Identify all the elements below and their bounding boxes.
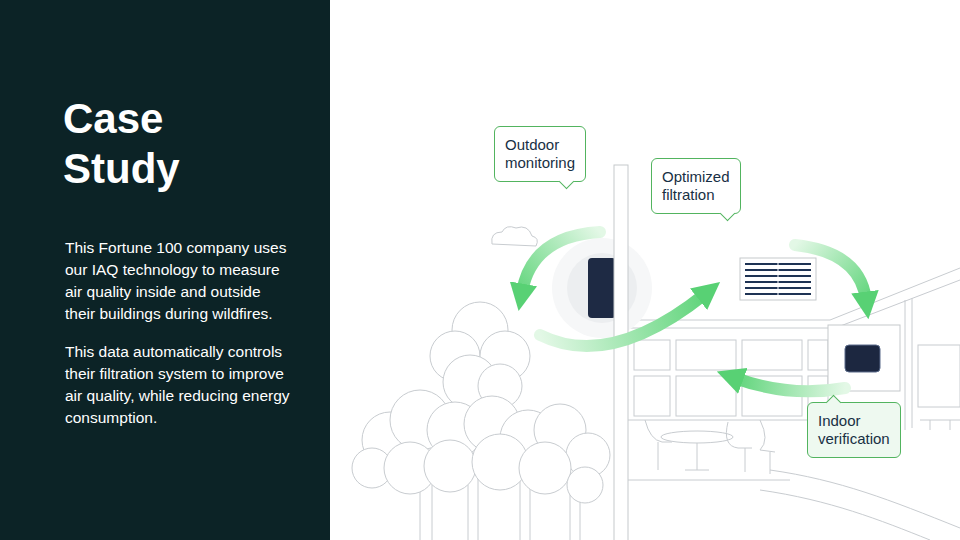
- callout-box: Optimized filtration: [651, 158, 741, 214]
- roof-edge: [830, 268, 960, 330]
- floor-line: [628, 420, 830, 480]
- callout-text: Indoor verification: [818, 412, 890, 448]
- desk: [920, 420, 960, 430]
- chair: [645, 420, 672, 470]
- filter-slats: [745, 262, 811, 296]
- indoor-unit: [828, 325, 900, 391]
- callout-box: Outdoor monitoring: [494, 126, 586, 182]
- window: [634, 340, 670, 370]
- floor-curve: [760, 470, 960, 540]
- slide-title: Case Study: [63, 94, 233, 194]
- window: [676, 340, 736, 370]
- wall-edge: [905, 298, 912, 430]
- flow-arrow: [522, 232, 600, 292]
- body-paragraph: This data automatically controls their f…: [65, 341, 293, 429]
- callout-pointer: [559, 174, 575, 190]
- chair: [726, 422, 752, 472]
- title-box: Case Study: [63, 94, 233, 194]
- callout-text: Optimized filtration: [662, 168, 730, 204]
- side-panel: [0, 0, 330, 540]
- table-leg: [685, 443, 709, 470]
- chair: [760, 420, 775, 474]
- sensor-halo: [552, 238, 652, 338]
- callout-pointer: [720, 206, 736, 222]
- callout-text: Outdoor monitoring: [505, 136, 575, 172]
- window: [918, 345, 960, 407]
- window: [742, 340, 802, 370]
- flow-arrow: [795, 245, 866, 300]
- window: [676, 376, 736, 416]
- body-paragraph: This Fortune 100 company uses our IAQ te…: [65, 237, 293, 325]
- trees: [352, 302, 610, 540]
- outdoor-sensor: [588, 258, 616, 318]
- window: [808, 340, 828, 370]
- table: [661, 431, 733, 443]
- indoor-sensor: [845, 345, 880, 372]
- filter-panel: [740, 258, 816, 300]
- window: [634, 376, 670, 416]
- side-text: This Fortune 100 company uses our IAQ te…: [65, 237, 293, 445]
- flow-arrow: [540, 294, 705, 346]
- cloud: [492, 227, 538, 246]
- airflow-arrows: [522, 232, 866, 391]
- pole: [614, 165, 628, 540]
- flow-arrow: [735, 378, 845, 391]
- callout-box: Indoor verification: [807, 402, 901, 458]
